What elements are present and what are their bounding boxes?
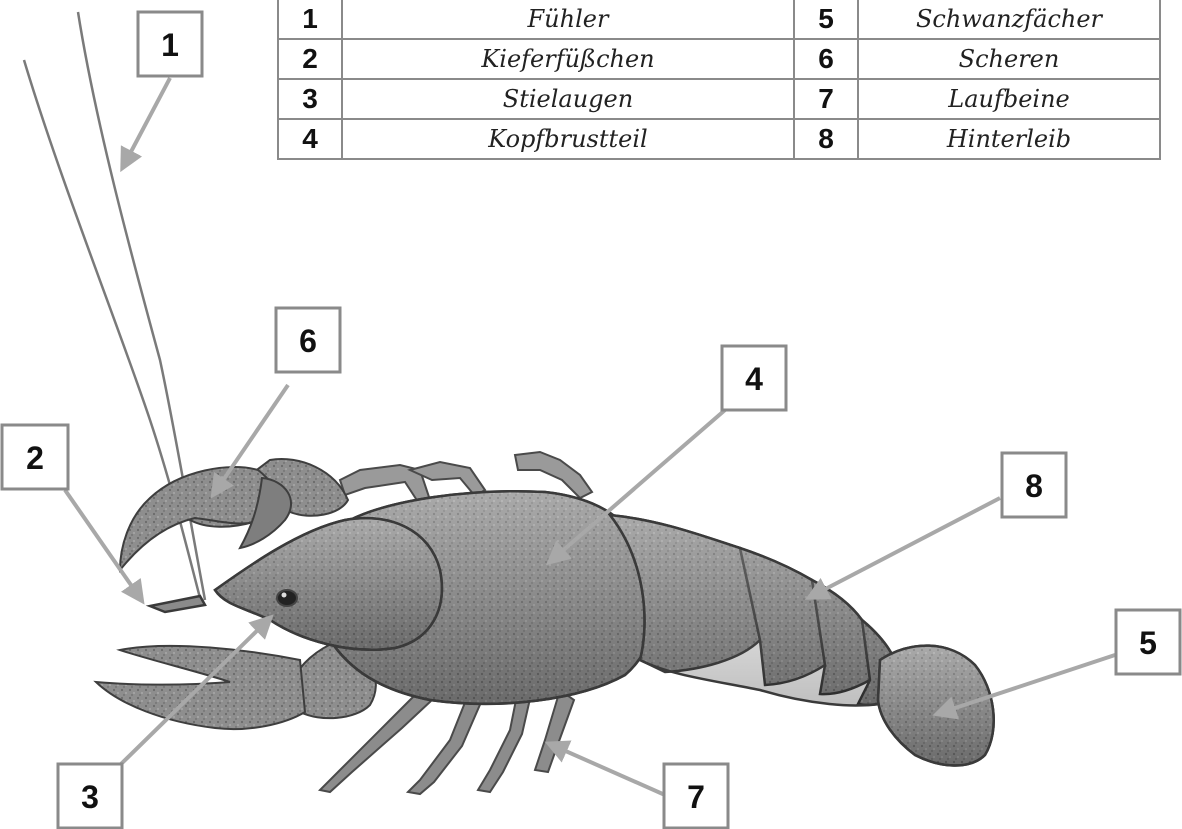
legend-number: 7: [794, 79, 858, 119]
eye: [277, 590, 297, 606]
svg-text:1: 1: [161, 27, 179, 63]
abdomen: [610, 515, 898, 705]
marker-8: 8: [1002, 453, 1066, 517]
arrow-1: [124, 78, 170, 165]
legend-row: 1 Fühler 5 Schwanzfächer: [278, 0, 1160, 39]
legend-row: 4 Kopfbrustteil 8 Hinterleib: [278, 119, 1160, 159]
tail-fan: [878, 646, 994, 766]
svg-text:2: 2: [26, 440, 44, 476]
arrow-7: [552, 745, 665, 795]
svg-text:3: 3: [81, 779, 99, 815]
legend-number: 8: [794, 119, 858, 159]
legend-term: Scheren: [858, 39, 1160, 79]
legend-number: 5: [794, 0, 858, 39]
legend-number: 4: [278, 119, 342, 159]
legend-row: 3 Stielaugen 7 Laufbeine: [278, 79, 1160, 119]
legend-term: Kieferfüßchen: [342, 39, 794, 79]
marker-7: 7: [664, 764, 728, 828]
svg-text:5: 5: [1139, 625, 1157, 661]
legend-term: Fühler: [342, 0, 794, 39]
legend-number: 3: [278, 79, 342, 119]
marker-5: 5: [1116, 610, 1180, 674]
legend-term: Kopfbrustteil: [342, 119, 794, 159]
legend-number: 2: [278, 39, 342, 79]
legend-row: 2 Kieferfüßchen 6 Scheren: [278, 39, 1160, 79]
legend-number: 6: [794, 39, 858, 79]
legend-term: Stielaugen: [342, 79, 794, 119]
marker-6: 6: [276, 308, 340, 372]
marker-4: 4: [722, 346, 786, 410]
svg-text:4: 4: [745, 361, 763, 397]
arrow-8: [812, 498, 1000, 596]
marker-1: 1: [138, 12, 202, 76]
svg-text:6: 6: [299, 323, 317, 359]
legend-term: Schwanzfächer: [858, 0, 1160, 39]
legend-term: Hinterleib: [858, 119, 1160, 159]
svg-text:7: 7: [687, 779, 705, 815]
marker-3: 3: [58, 764, 122, 828]
svg-text:8: 8: [1025, 468, 1043, 504]
legend-table: 1 Fühler 5 Schwanzfächer 2 Kieferfüßchen…: [277, 0, 1161, 160]
legend-number: 1: [278, 0, 342, 39]
marker-2: 2: [2, 425, 68, 489]
legend-term: Laufbeine: [858, 79, 1160, 119]
